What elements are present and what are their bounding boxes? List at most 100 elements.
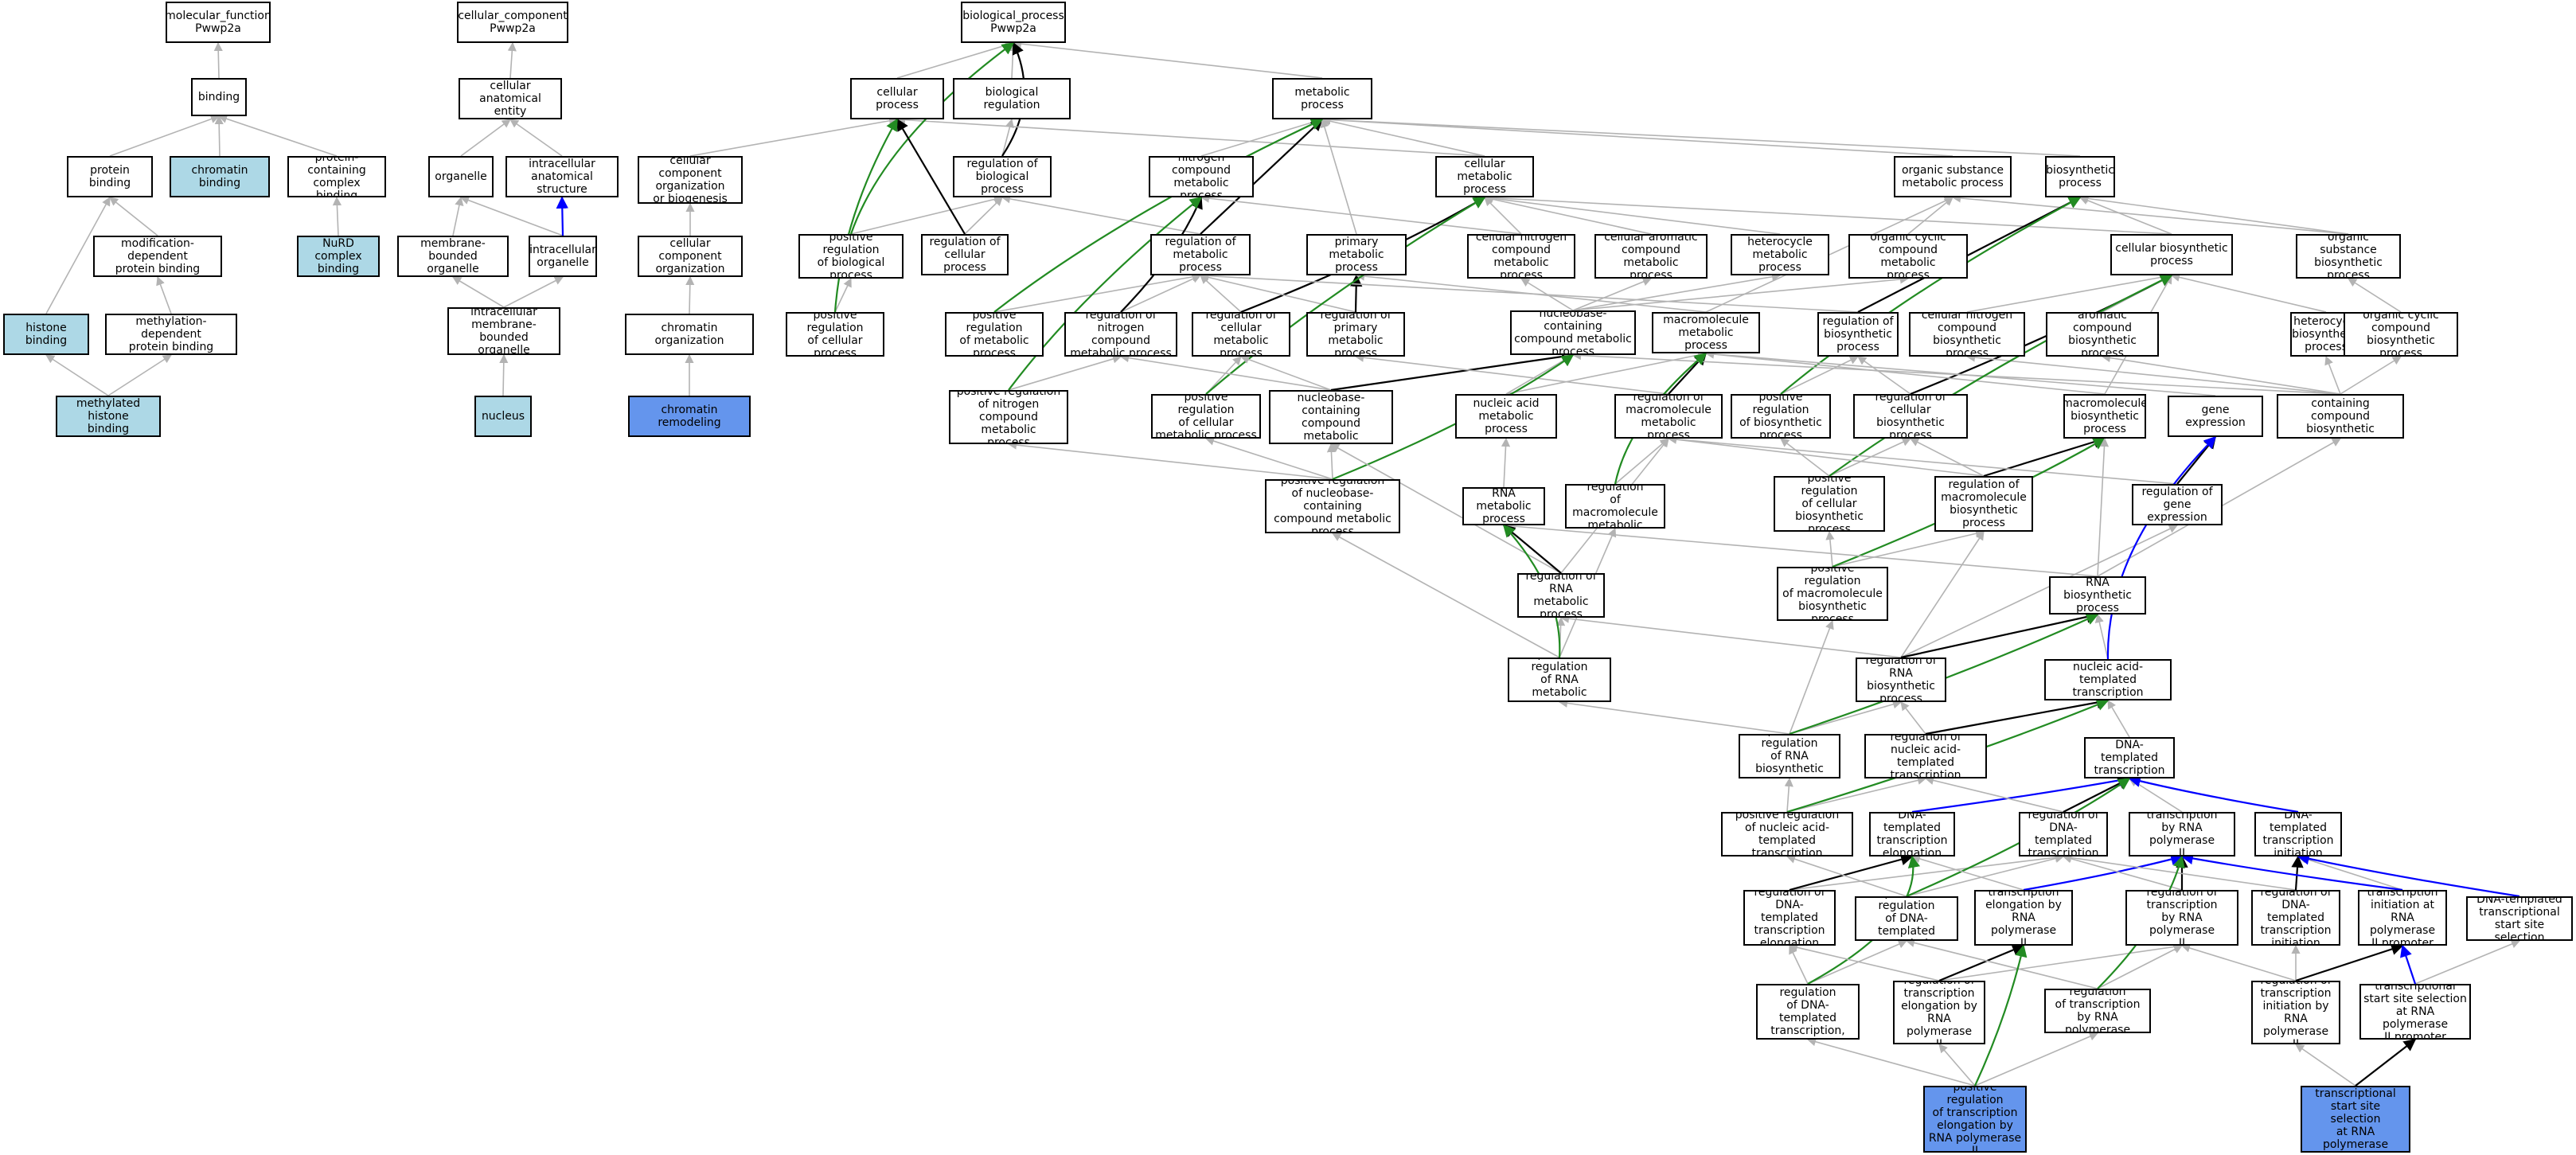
node-reg-nitrogen-mp[interactable]: regulation of nitrogen compound metaboli… [1064, 312, 1177, 357]
node-binding[interactable]: binding [191, 78, 247, 116]
node-pos-reg-cellular-process[interactable]: positive regulation of cellular process [786, 312, 884, 357]
node-pos-reg-na-templated-transcription[interactable]: positive regulation of nucleic acid-temp… [1721, 812, 1853, 856]
node-pos-reg-nucleobase-mp[interactable]: positive regulation of nucleobase-contai… [1265, 479, 1400, 533]
node-nurd-binding[interactable]: NuRD complex binding [297, 236, 380, 277]
node-gene-expression[interactable]: gene expression [2168, 396, 2263, 437]
node-org-cyclic-mp[interactable]: organic cyclic compound metabolic proces… [1848, 234, 1968, 279]
node-mf-root[interactable]: molecular_function Pwwp2a [166, 2, 271, 43]
node-metabolic-process[interactable]: metabolic process [1272, 78, 1372, 119]
node-reg-metabolic-process[interactable]: regulation of metabolic process [1150, 234, 1251, 275]
node-pos-reg-nitrogen-mp[interactable]: positive regulation of nitrogen compound… [949, 390, 1068, 444]
node-macromolecule-biosynth[interactable]: macromolecule biosynthetic process [2063, 394, 2146, 439]
edge-pos-reg-cell-biosynth-to-cellular-biosynth [1829, 275, 2173, 477]
node-intracell-anat-struct[interactable]: intracellular anatomical structure [505, 156, 619, 197]
node-reg-biosynth[interactable]: regulation of biosynthetic process [1817, 312, 1899, 357]
node-dna-templated-transcription[interactable]: DNA-templated transcription [2084, 737, 2175, 778]
node-cell-anat-entity[interactable]: cellular anatomical entity [459, 78, 562, 119]
node-nucleobase-biosynth[interactable]: nucleobase-containing compound biosynthe… [2277, 394, 2404, 439]
node-dna-transcriptional-tss[interactable]: DNA-templated transcriptional start site… [2466, 896, 2573, 941]
node-reg-dna-transcription-elongation[interactable]: regulation of DNA-templated transcriptio… [1743, 890, 1836, 946]
node-meth-histone-binding[interactable]: methylated histone binding [56, 396, 161, 437]
node-reg-rna-biosynth[interactable]: regulation of RNA biosynthetic process [1856, 657, 1946, 702]
node-pos-reg-biosynth[interactable]: positive regulation of biosynthetic proc… [1731, 394, 1831, 439]
edge-pos-reg-transcription-elongation-rnap2-to-pos-reg-transcription-rnap2 [1974, 1032, 2099, 1087]
node-reg-na-templated-transcription[interactable]: regulation of nucleic acid-templated tra… [1864, 734, 1987, 778]
node-protein-complex-binding[interactable]: protein-containing complex binding [287, 156, 386, 197]
node-reg-macromolecule-biosynth[interactable]: regulation of macromolecule biosynthetic… [1934, 476, 2033, 532]
node-rna-mp[interactable]: RNA metabolic process [1462, 487, 1545, 525]
node-reg-primary-mp[interactable]: regulation of primary metabolic process [1306, 312, 1405, 357]
node-reg-dna-transcription-initiation[interactable]: regulation of DNA-templated transcriptio… [2251, 890, 2340, 946]
node-transcriptional-tss-rnap2[interactable]: transcriptional start site selection at … [2359, 984, 2471, 1040]
node-reg-cellular-mp[interactable]: regulation of cellular metabolic process [1192, 312, 1290, 357]
node-bio-regulation[interactable]: biological regulation [953, 78, 1071, 119]
node-pos-reg-rna-mp[interactable]: positive regulation of RNA metabolic pro… [1508, 657, 1611, 702]
node-nucleobase-mp[interactable]: nucleobase-containing compound metabolic… [1510, 310, 1636, 355]
node-nitrogen-comp-mp[interactable]: nitrogen compound metabolic process [1149, 156, 1254, 197]
node-nucleic-acid-mp[interactable]: nucleic acid metabolic process [1455, 394, 1557, 439]
node-pos-reg-cellular-mp[interactable]: positive regulation of cellular metaboli… [1151, 394, 1261, 439]
node-mod-dep-binding[interactable]: modification-dependent protein binding [93, 236, 222, 277]
node-reg-rna-mp[interactable]: regulation of RNA metabolic process [1517, 573, 1605, 618]
node-nucleus[interactable]: nucleus [474, 396, 532, 437]
node-na-templated-transcription[interactable]: nucleic acid-templated transcription [2044, 659, 2172, 700]
node-org-subst-mp[interactable]: organic substance metabolic process [1894, 156, 2012, 197]
node-chromatin-binding[interactable]: chromatin binding [170, 156, 270, 197]
edge-organelle-to-cell-anat-entity [460, 119, 511, 157]
node-membrane-bounded-org[interactable]: membrane-bounded organelle [397, 236, 509, 277]
node-rna-biosynth[interactable]: RNA biosynthetic process [2049, 576, 2146, 615]
node-macromolecule-mp[interactable]: macromolecule metabolic process [1652, 312, 1760, 353]
node-protein-binding[interactable]: protein binding [67, 156, 153, 197]
node-cell-nitrogen-biosynth[interactable]: cellular nitrogen compound biosynthetic … [1909, 312, 2025, 357]
node-pos-reg-dna-transcription[interactable]: positive regulation of DNA-templated tra… [1855, 896, 1958, 941]
node-reg-transcriptional-tss-rnap2[interactable]: regulation of transcriptional start site… [2301, 1086, 2410, 1153]
node-pos-reg-metabolic-process[interactable]: positive regulation of metabolic process [945, 312, 1044, 357]
node-pos-reg-dna-transcription-elongation[interactable]: positive regulation of DNA-templated tra… [1756, 984, 1860, 1040]
node-reg-cellular-biosynth[interactable]: regulation of cellular biosynthetic proc… [1853, 394, 1968, 439]
node-intracell-org[interactable]: intracellular organelle [529, 236, 597, 277]
node-chromatin-remodeling[interactable]: chromatin remodeling [628, 396, 751, 437]
node-biosynthetic-process[interactable]: biosynthetic process [2045, 156, 2115, 197]
node-reg-transcription-rnap2[interactable]: regulation of transcription by RNA polym… [2125, 890, 2238, 946]
node-cc-root[interactable]: cellular_component Pwwp2a [457, 2, 568, 43]
node-meth-dep-binding[interactable]: methylation-dependent protein binding [105, 314, 237, 355]
node-chromatin-org[interactable]: chromatin organization [625, 314, 754, 355]
node-pos-reg-macromolecule-mp[interactable]: positive regulation of macromolecule met… [1565, 484, 1665, 529]
node-organelle[interactable]: organelle [428, 156, 494, 197]
node-cell-aromatic-mp[interactable]: cellular aromatic compound metabolic pro… [1594, 234, 1708, 279]
node-transcription-rnap2[interactable]: transcription by RNA polymerase II [2129, 812, 2235, 856]
node-cellular-process[interactable]: cellular process [850, 78, 944, 119]
node-bp-root[interactable]: biological_process Pwwp2a [961, 2, 1066, 43]
node-cc-org-biogenesis[interactable]: cellular component organization or bioge… [638, 156, 743, 204]
node-cell-nitrogen-mp[interactable]: cellular nitrogen compound metabolic pro… [1467, 234, 1575, 279]
edge-nurd-binding-to-protein-complex-binding [332, 196, 342, 236]
node-reg-transcription-elongation-rnap2[interactable]: regulation of transcription elongation b… [1893, 981, 1985, 1044]
node-pos-reg-bio-process[interactable]: positive regulation of biological proces… [798, 234, 904, 279]
node-reg-dna-transcription[interactable]: regulation of DNA-templated transcriptio… [2019, 812, 2108, 856]
node-reg-bio-process[interactable]: regulation of biological process [953, 156, 1052, 197]
node-pos-reg-transcription-rnap2[interactable]: positive regulation of transcription by … [2044, 989, 2151, 1033]
node-transcription-elongation-rnap2[interactable]: transcription elongation by RNA polymera… [1974, 890, 2073, 946]
node-aromatic-biosynth[interactable]: aromatic compound biosynthetic process [2046, 312, 2159, 357]
node-reg-gene-expression[interactable]: regulation of gene expression [2132, 484, 2223, 525]
node-cellular-mp[interactable]: cellular metabolic process [1435, 156, 1534, 197]
node-pos-reg-macro-biosynth[interactable]: positive regulation of macromolecule bio… [1777, 567, 1888, 621]
node-org-cyclic-biosynth[interactable]: organic cyclic compound biosynthetic pro… [2344, 312, 2458, 357]
node-reg-nucleobase-mp[interactable]: regulation of nucleobase-containing comp… [1269, 390, 1393, 444]
node-reg-cellular-process[interactable]: regulation of cellular process [921, 234, 1009, 275]
node-pos-reg-rna-biosynth[interactable]: positive regulation of RNA biosynthetic … [1739, 734, 1840, 778]
node-dna-transcription-initiation[interactable]: DNA-templated transcription initiation [2254, 812, 2342, 856]
node-intracell-mb-org[interactable]: intracellular membrane-bounded organelle [447, 307, 560, 355]
node-histone-binding[interactable]: histone binding [3, 314, 89, 355]
node-cc-organization[interactable]: cellular component organization [638, 236, 743, 277]
node-pos-reg-transcription-elongation-rnap2[interactable]: positive regulation of transcription elo… [1923, 1086, 2027, 1153]
node-dna-transcription-elongation[interactable]: DNA-templated transcription elongation [1869, 812, 1955, 856]
node-heterocycle-mp[interactable]: heterocycle metabolic process [1731, 234, 1829, 275]
node-reg-macromolecule-mp[interactable]: regulation of macromolecule metabolic pr… [1614, 394, 1723, 439]
node-transcription-initiation-rnap2[interactable]: transcription initiation at RNA polymera… [2358, 890, 2447, 946]
node-org-subst-biosynth[interactable]: organic substance biosynthetic process [2296, 234, 2401, 279]
node-pos-reg-cell-biosynth[interactable]: positive regulation of cellular biosynth… [1774, 476, 1885, 532]
node-cellular-biosynth[interactable]: cellular biosynthetic process [2110, 234, 2233, 275]
node-reg-transcription-initiation-rnap2[interactable]: regulation of transcription initiation b… [2251, 981, 2340, 1044]
node-primary-mp[interactable]: primary metabolic process [1306, 234, 1407, 275]
